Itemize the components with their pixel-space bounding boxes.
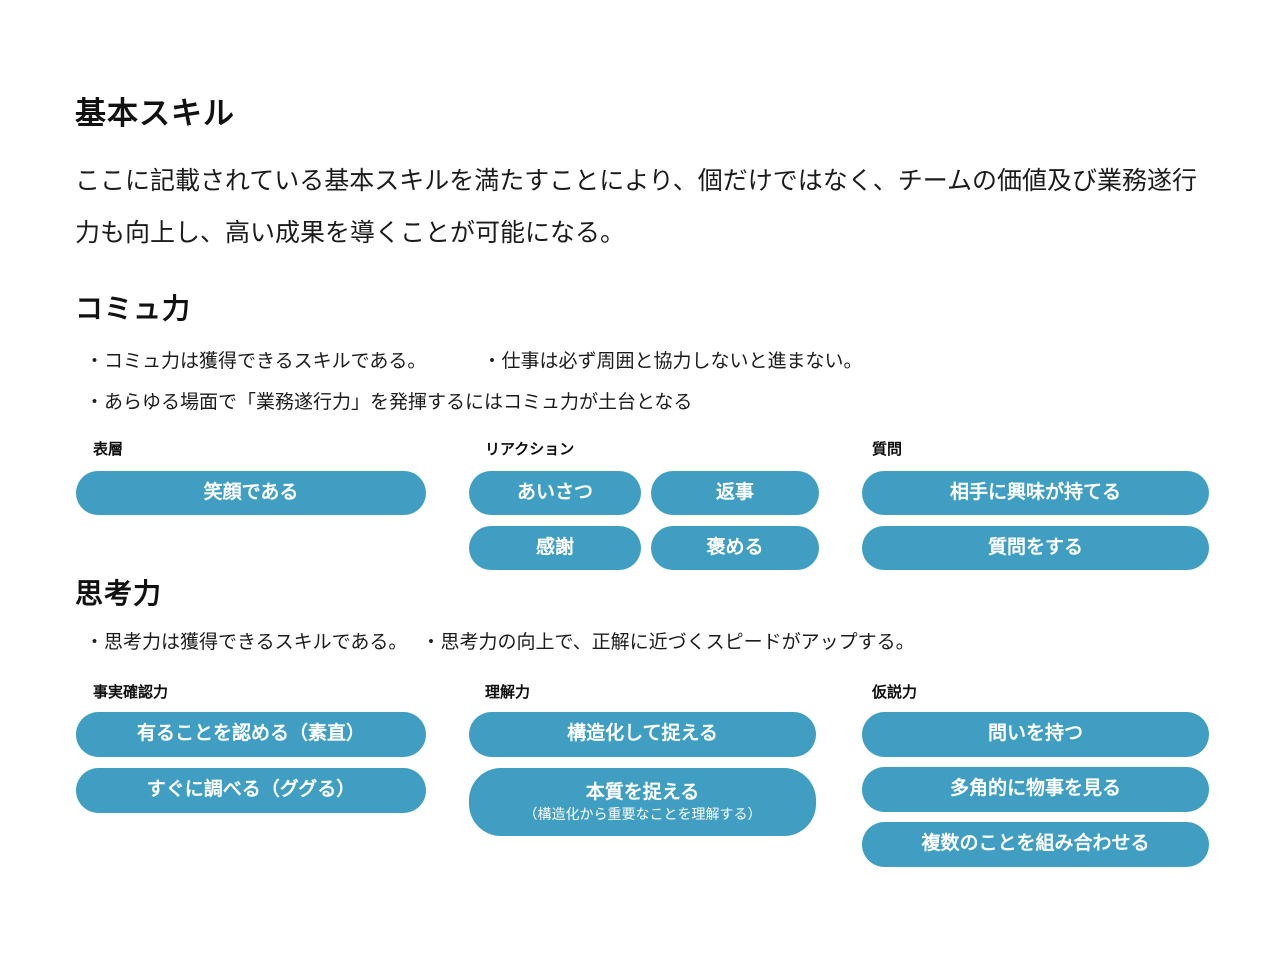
pill-combine-things: 複数のことを組み合わせる [862, 822, 1209, 867]
pill-research-immediately: すぐに調べる（ググる） [76, 768, 426, 813]
group-label-surface: 表層 [93, 441, 124, 458]
section-heading-thinking: 思考力 [75, 578, 163, 609]
pill-grasp-essence-main: 本質を捉える [585, 781, 700, 803]
intro-paragraph: ここに記載されている基本スキルを満たすことにより、個だけではなく、チームの価値及… [75, 167, 1198, 247]
pill-structured-understanding: 構造化して捉える [469, 712, 816, 757]
pill-hold-questions: 問いを持つ [862, 712, 1209, 757]
bullet-communication-2: ・仕事は必ず周囲と協力しないと進まない。 [482, 351, 863, 372]
group-label-understanding: 理解力 [485, 684, 531, 701]
pill-grasp-essence: 本質を捉える （構造化から重要なことを理解する） [469, 768, 816, 836]
pill-thanks: 感謝 [469, 526, 641, 570]
bullet-row: ・あらゆる場面で「業務遂行力」を発揮するにはコミュ力が土台となる [85, 387, 692, 414]
page-title: 基本スキル [75, 96, 235, 131]
section-heading-communication: コミュ力 [75, 293, 192, 324]
group-label-question: 質問 [872, 441, 903, 458]
bullet-row: ・コミュ力は獲得できるスキルである。 ・仕事は必ず周囲と協力しないと進まない。 [85, 346, 862, 373]
pill-praise: 褒める [651, 526, 819, 570]
pill-smile: 笑顔である [76, 471, 426, 515]
pill-greeting: あいさつ [469, 471, 641, 515]
pill-multi-perspective: 多角的に物事を見る [862, 767, 1209, 812]
pill-grasp-essence-sub: （構造化から重要なことを理解する） [523, 806, 762, 823]
pill-interest-in-others: 相手に興味が持てる [862, 471, 1209, 515]
bullet-communication-3: ・あらゆる場面で「業務遂行力」を発揮するにはコミュ力が土台となる [85, 392, 693, 413]
group-label-fact-check: 事実確認力 [93, 684, 169, 701]
bullet-communication-1: ・コミュ力は獲得できるスキルである。 [85, 351, 427, 372]
bullet-thinking-2: ・思考力の向上で、正解に近づくスピードがアップする。 [421, 632, 915, 653]
bullet-thinking-1: ・思考力は獲得できるスキルである。 [85, 632, 408, 653]
pill-acknowledge-facts: 有ることを認める（素直） [76, 712, 426, 757]
group-label-hypothesis: 仮説力 [872, 684, 918, 701]
pill-ask-questions: 質問をする [862, 526, 1209, 570]
group-label-reaction: リアクション [485, 441, 575, 458]
pill-reply: 返事 [651, 471, 819, 515]
bullet-row: ・思考力は獲得できるスキルである。 ・思考力の向上で、正解に近づくスピードがアッ… [85, 627, 915, 654]
